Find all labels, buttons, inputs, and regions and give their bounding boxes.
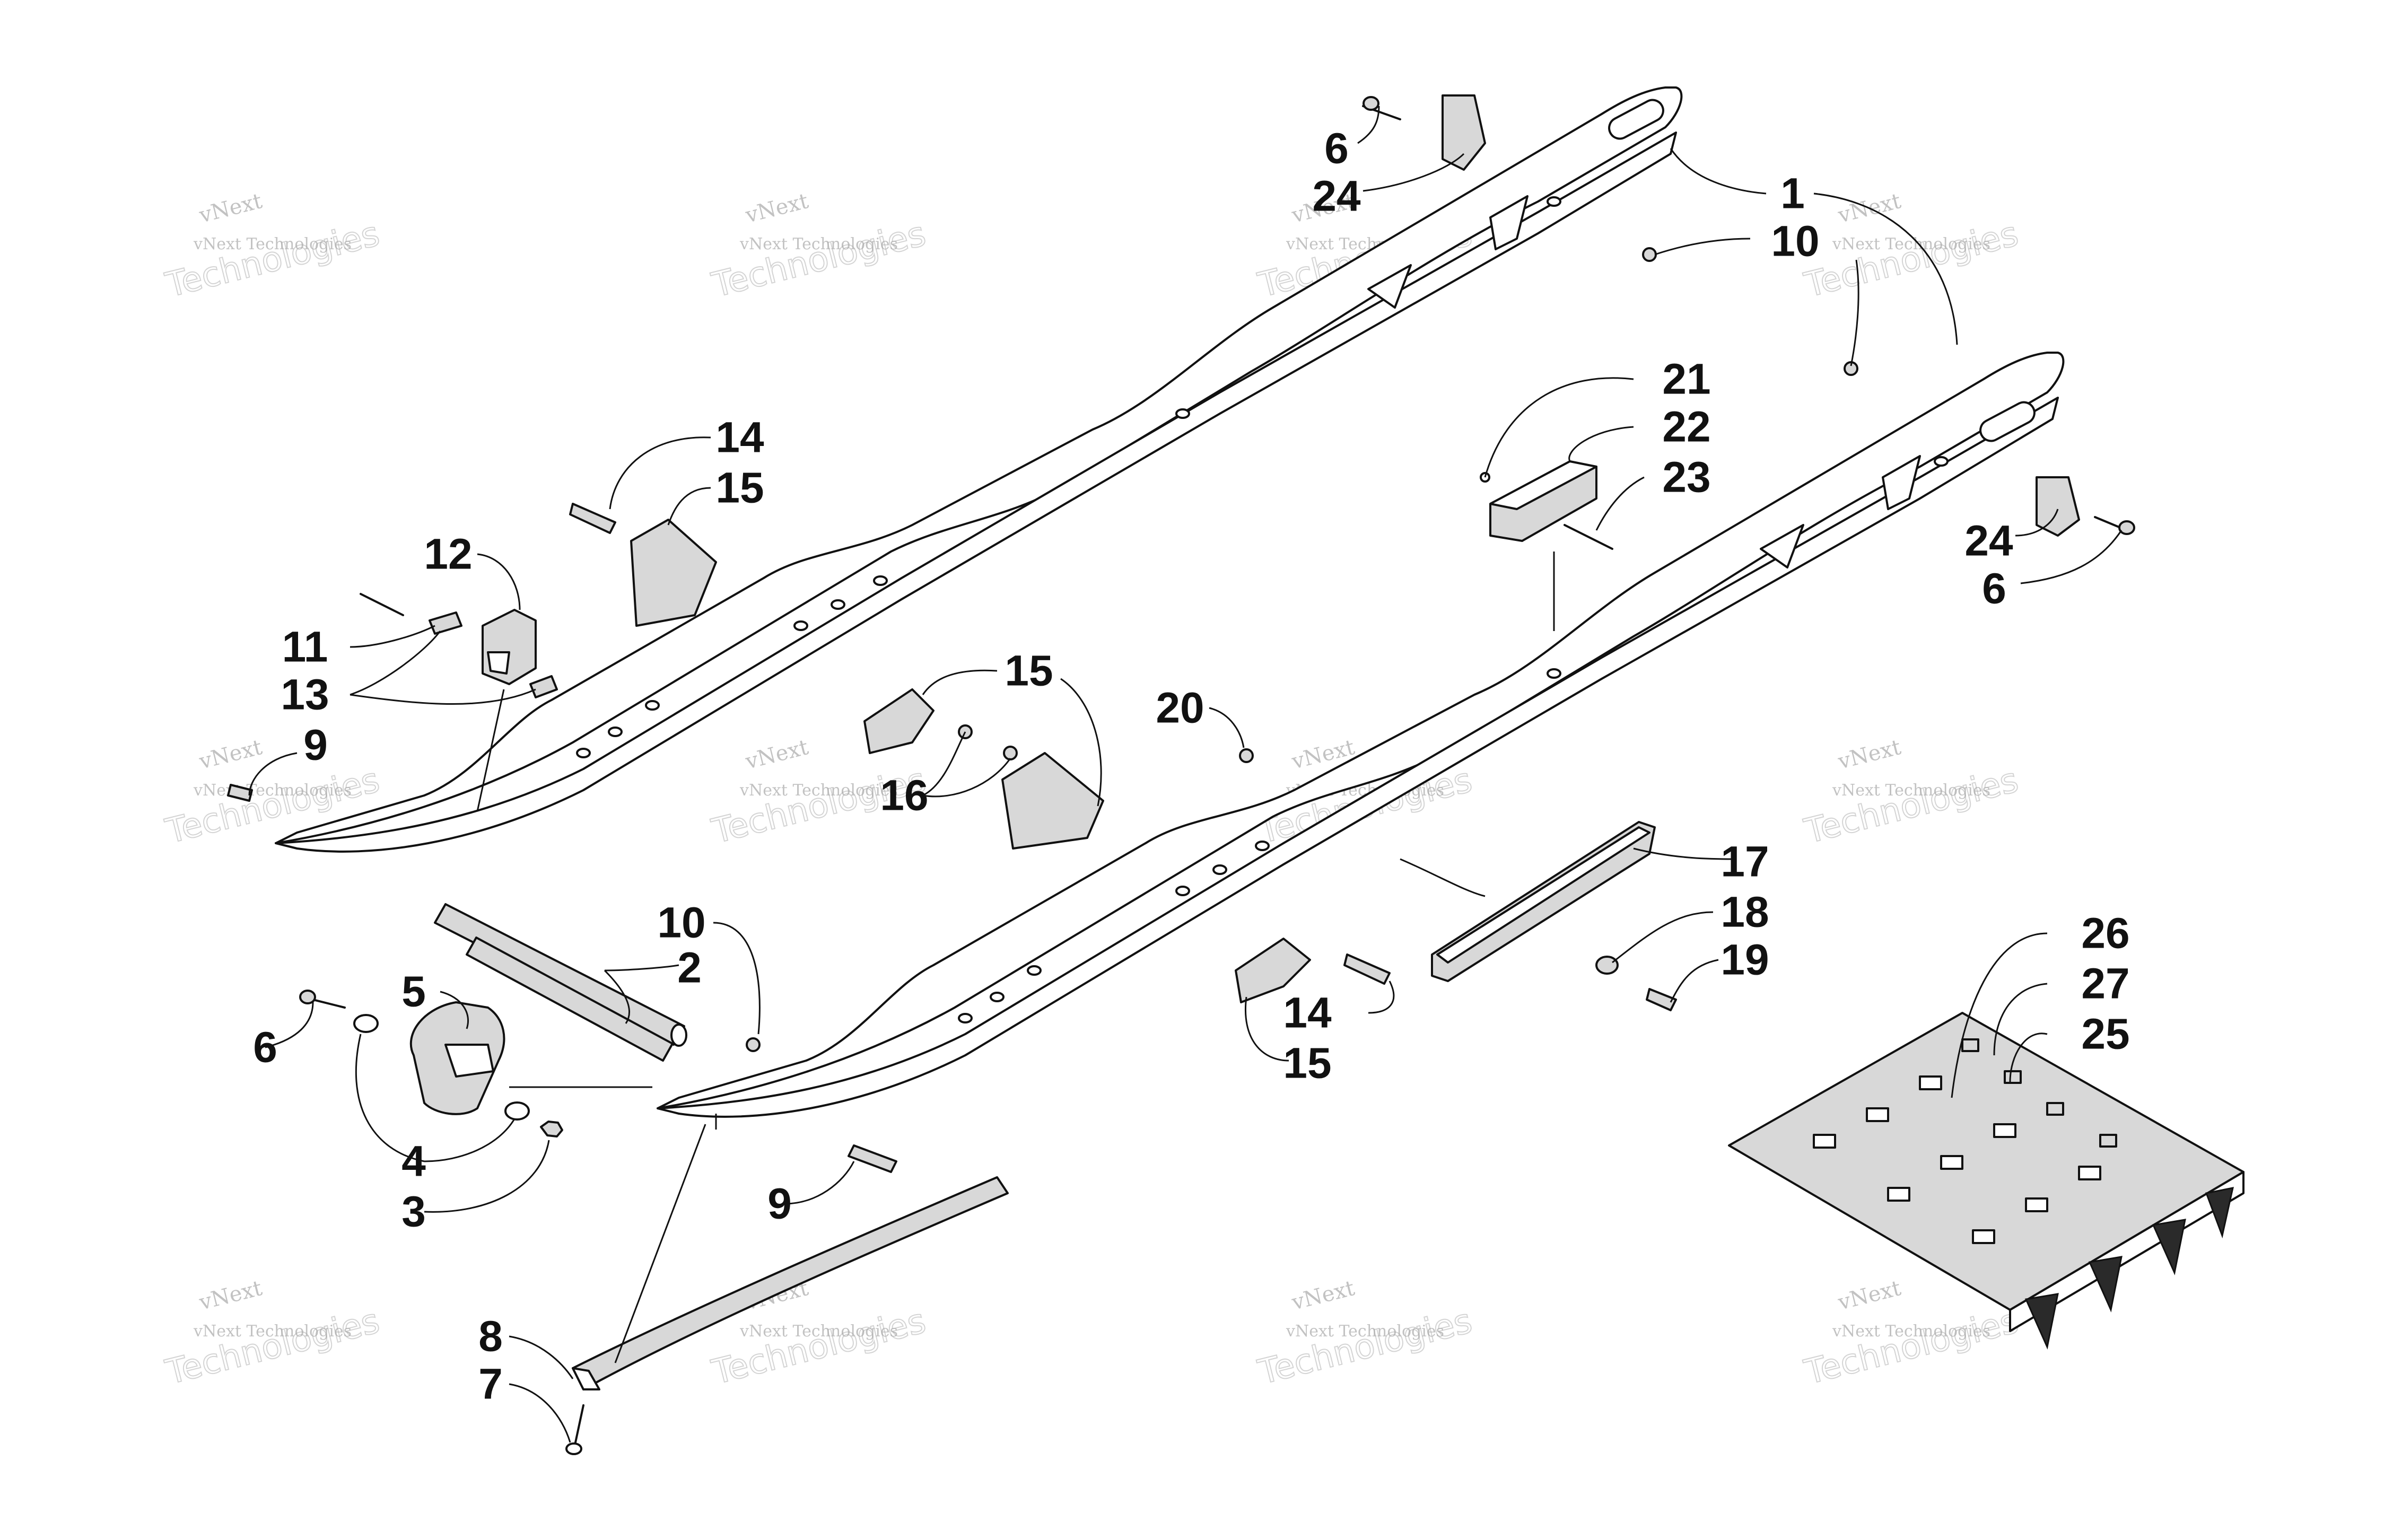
callout-22: 22 [1662,403,1710,451]
callout-2: 2 [677,944,702,992]
callout-5: 5 [401,968,426,1016]
watermark-text: Technologies [162,214,383,305]
watermark-text: Technologies [1801,1301,2022,1393]
watermark-text: Technologies [1801,760,2022,852]
callout-14-top: 14 [715,414,764,462]
callout-16: 16 [880,772,928,820]
track-clip [1813,1075,2101,1244]
washer [353,1014,530,1121]
watermark-text: Technologies [708,214,930,305]
watermark-text: vNext [1835,735,1903,774]
callout-6-left: 6 [253,1023,277,1072]
callout-6-top: 6 [1324,125,1349,173]
watermark-text: vNext [196,735,264,774]
watermark-text: vNext Technologies [193,1322,352,1341]
callout-23: 23 [1662,453,1710,502]
callout-18: 18 [1720,888,1769,937]
callout-9-lower: 9 [767,1180,792,1228]
callout-3: 3 [401,1188,426,1236]
callout-14-lower: 14 [1283,989,1332,1037]
callout-19: 19 [1720,936,1769,984]
watermark-text: Technologies [1801,214,2022,305]
callout-15-mid: 15 [1005,647,1053,695]
watermark-text: Technologies [708,1301,930,1393]
watermark-text: vNext Technologies [1832,235,1990,253]
callout-8: 8 [478,1312,503,1361]
watermark-text: Technologies [1254,1301,1476,1393]
slide-rail-left [275,86,1683,853]
callout-20: 20 [1156,684,1204,732]
bracket [630,519,1311,1003]
watermark-text: vNext Technologies [1832,1322,1990,1341]
callout-1: 1 [1780,170,1805,218]
callout-10-lower: 10 [657,899,705,947]
watermark-text: vNext Technologies [739,781,898,800]
upper-bumper [1489,460,1597,542]
callout-24-top: 24 [1312,172,1361,221]
rear-bumper-block [482,609,537,685]
callout-13: 13 [281,671,329,719]
rail-end-bracket [1442,94,2080,537]
callout-11: 11 [282,623,328,671]
cotter-pin [360,593,558,698]
track-section [1728,1012,2244,1350]
wear-strip [572,1176,1009,1390]
callout-26: 26 [2081,909,2129,958]
callout-9-top: 9 [303,721,328,769]
callout-25: 25 [2081,1010,2129,1058]
watermark-text: vNext [743,735,810,774]
callout-4: 4 [401,1138,426,1186]
plate-bolt [1646,988,1677,1011]
callout-7: 7 [478,1360,503,1408]
front-bumper-block [409,1001,505,1115]
callout-24-right: 24 [1964,517,2013,565]
watermark-text: vNext [743,189,810,228]
callout-27: 27 [2081,960,2129,1008]
leader-lines [248,106,2123,1443]
callout-labels: 1 2 3 4 5 6 6 6 7 8 9 9 10 10 11 12 13 1… [253,125,2129,1408]
watermark-text: Technologies [162,1301,383,1393]
bolt [299,96,2135,1009]
plate-nut [1239,748,1254,763]
callout-15-top: 15 [715,464,764,512]
callout-17: 17 [1720,838,1769,886]
flat-washer [1595,956,1619,975]
callout-15-lower: 15 [1283,1039,1331,1088]
watermark-text: vNext Technologies [1286,1322,1444,1341]
watermark-text: vNext [196,1276,264,1315]
watermark-text: vNext Technologies [193,235,352,253]
watermark-text: vNext [196,189,264,228]
hex-bolt [227,784,897,1173]
callout-21: 21 [1662,355,1710,404]
watermark-text: vNext Technologies [193,781,352,800]
track-stud [1961,1038,2117,1148]
callout-10-top: 10 [1771,217,1819,266]
watermark-text: vNext Technologies [739,235,898,253]
bracket-bolt [569,503,1391,985]
cross-shaft [434,903,687,1062]
slide-rail-right [657,352,2065,1118]
bracket-nut [958,724,1018,760]
watermark-text: vNext Technologies [1832,781,1990,800]
side-plate [1431,821,1656,982]
watermark-text: vNext Technologies [739,1322,898,1341]
callout-12: 12 [424,530,472,579]
screw [565,1404,584,1455]
watermark-text: vNext [1289,1276,1357,1315]
lock-nut [540,1121,563,1138]
callout-6-right: 6 [1982,565,2006,613]
watermark-text: vNext [1835,1276,1903,1315]
